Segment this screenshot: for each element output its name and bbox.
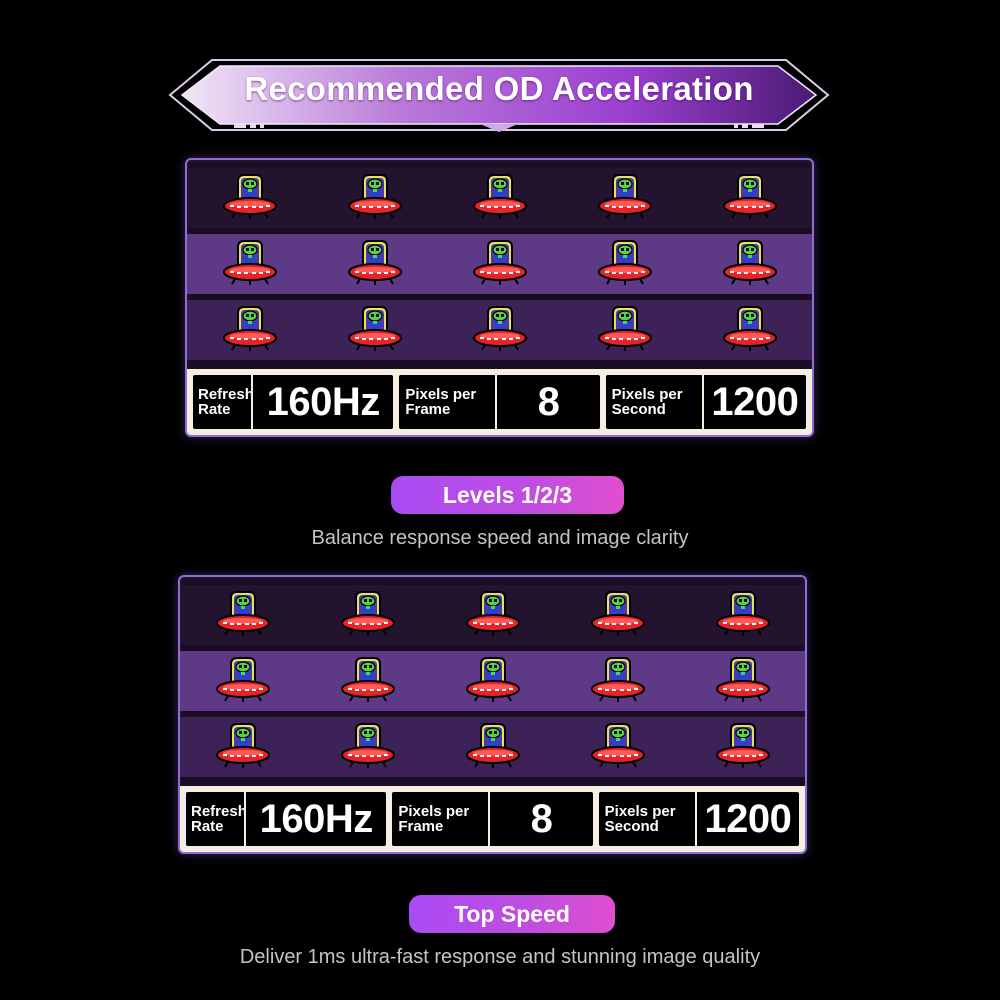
sprite-slot bbox=[312, 234, 437, 294]
demo-lane-2 bbox=[187, 234, 812, 294]
demo-lane-3 bbox=[187, 300, 812, 360]
alien-ufo-icon bbox=[597, 239, 653, 290]
sprite-slot bbox=[180, 585, 305, 645]
alien-ufo-icon bbox=[597, 173, 653, 224]
banner-frame bbox=[168, 59, 830, 132]
alien-ufo-icon bbox=[465, 590, 521, 641]
alien-ufo-icon bbox=[340, 590, 396, 641]
stat-label: Pixels per Second bbox=[611, 386, 683, 418]
stat-pixels-per-frame: Pixels per Frame 8 bbox=[399, 375, 600, 429]
alien-ufo-icon bbox=[215, 590, 271, 641]
sprite-slot bbox=[687, 168, 812, 228]
alien-ufo-icon bbox=[340, 656, 396, 707]
alien-ufo-icon bbox=[715, 722, 771, 773]
sprite-slot bbox=[437, 300, 562, 360]
title-banner: Recommended OD Acceleration bbox=[168, 58, 830, 133]
stat-value: 8 bbox=[537, 379, 560, 424]
alien-ufo-icon bbox=[597, 305, 653, 356]
alien-ufo-icon bbox=[590, 656, 646, 707]
alien-ufo-icon bbox=[347, 305, 403, 356]
mode-pill-levels: Levels 1/2/3 bbox=[391, 476, 624, 514]
sprite-slot bbox=[312, 300, 437, 360]
sprite-slot bbox=[430, 651, 555, 711]
sprite-slot bbox=[437, 168, 562, 228]
banner-title: Recommended OD Acceleration bbox=[244, 70, 754, 107]
alien-ufo-icon bbox=[215, 722, 271, 773]
alien-ufo-icon bbox=[465, 722, 521, 773]
alien-ufo-icon bbox=[722, 239, 778, 290]
stat-value: 1200 bbox=[704, 796, 792, 841]
alien-ufo-icon bbox=[722, 305, 778, 356]
demo-lane-1 bbox=[180, 585, 805, 645]
od-demo-panel-1: Refresh Rate 160Hz Pixels per Frame 8 Pi… bbox=[185, 158, 814, 437]
sprite-slot bbox=[562, 168, 687, 228]
sprite-slot bbox=[305, 651, 430, 711]
sprite-slot bbox=[555, 717, 680, 777]
sprite-slot bbox=[187, 234, 312, 294]
stats-bar: Refresh Rate 160Hz Pixels per Frame 8 Pi… bbox=[187, 369, 812, 435]
sprite-slot bbox=[305, 717, 430, 777]
stat-pixels-per-second: Pixels per Second 1200 bbox=[605, 375, 806, 429]
sprite-slot bbox=[187, 300, 312, 360]
demo-lane-2 bbox=[180, 651, 805, 711]
mode-pill-top-speed: Top Speed bbox=[409, 895, 615, 933]
sprite-slot bbox=[437, 234, 562, 294]
sprite-slot bbox=[562, 234, 687, 294]
sprite-slot bbox=[180, 717, 305, 777]
stat-value: 1200 bbox=[711, 379, 799, 424]
alien-ufo-icon bbox=[722, 173, 778, 224]
alien-ufo-icon bbox=[465, 656, 521, 707]
stats-bar: Refresh Rate 160Hz Pixels per Frame 8 Pi… bbox=[180, 786, 805, 852]
alien-ufo-icon bbox=[472, 239, 528, 290]
sprite-slot bbox=[305, 585, 430, 645]
alien-ufo-icon bbox=[222, 305, 278, 356]
demo-lane-3 bbox=[180, 717, 805, 777]
stat-label: Refresh Rate bbox=[198, 386, 254, 418]
sprite-slot bbox=[562, 300, 687, 360]
sprite-slot bbox=[687, 300, 812, 360]
sprite-slot bbox=[430, 717, 555, 777]
stat-label: Refresh Rate bbox=[191, 803, 247, 835]
stat-label: Pixels per Frame bbox=[405, 386, 477, 418]
stat-value: 8 bbox=[530, 796, 553, 841]
mode-caption: Balance response speed and image clarity bbox=[311, 527, 689, 549]
mode-caption: Deliver 1ms ultra-fast response and stun… bbox=[239, 946, 761, 968]
sprite-slot bbox=[187, 168, 312, 228]
sprite-slot bbox=[687, 234, 812, 294]
stat-value: 160Hz bbox=[259, 796, 374, 841]
alien-ufo-icon bbox=[222, 173, 278, 224]
sprite-slot bbox=[555, 585, 680, 645]
demo-lane-1 bbox=[187, 168, 812, 228]
od-demo-panel-2: Refresh Rate 160Hz Pixels per Frame 8 Pi… bbox=[178, 575, 807, 854]
stat-refresh-rate: Refresh Rate 160Hz bbox=[186, 792, 387, 846]
sprite-slot bbox=[680, 651, 805, 711]
sprite-slot bbox=[430, 585, 555, 645]
stat-value: 160Hz bbox=[266, 379, 381, 424]
stat-label: Pixels per Frame bbox=[398, 803, 470, 835]
alien-ufo-icon bbox=[222, 239, 278, 290]
sprite-slot bbox=[312, 168, 437, 228]
sprite-slot bbox=[555, 651, 680, 711]
alien-ufo-icon bbox=[715, 656, 771, 707]
stat-pixels-per-second: Pixels per Second 1200 bbox=[598, 792, 799, 846]
stat-label: Pixels per Second bbox=[604, 803, 676, 835]
alien-ufo-icon bbox=[472, 173, 528, 224]
alien-ufo-icon bbox=[590, 590, 646, 641]
alien-ufo-icon bbox=[347, 239, 403, 290]
sprite-slot bbox=[180, 651, 305, 711]
sprite-slot bbox=[680, 585, 805, 645]
alien-ufo-icon bbox=[590, 722, 646, 773]
alien-ufo-icon bbox=[472, 305, 528, 356]
stat-pixels-per-frame: Pixels per Frame 8 bbox=[392, 792, 593, 846]
alien-ufo-icon bbox=[347, 173, 403, 224]
stat-refresh-rate: Refresh Rate 160Hz bbox=[193, 375, 394, 429]
alien-ufo-icon bbox=[215, 656, 271, 707]
alien-ufo-icon bbox=[715, 590, 771, 641]
sprite-slot bbox=[680, 717, 805, 777]
alien-ufo-icon bbox=[340, 722, 396, 773]
